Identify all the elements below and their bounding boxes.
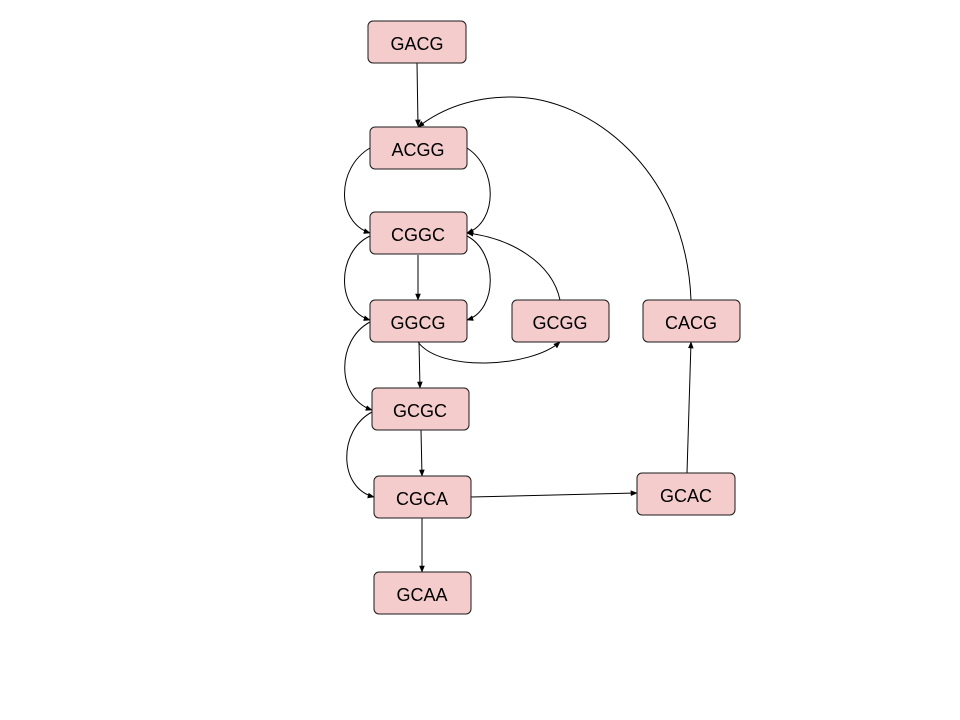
node-label: GCAA (396, 585, 447, 605)
edge-cgca-gcac (470, 490, 638, 498)
edge-acgg-cggc-left (344, 147, 371, 234)
node-label: CGCA (396, 489, 448, 509)
node-label: GACG (390, 34, 443, 54)
node-label: GCGG (532, 313, 587, 333)
node-gcgc[interactable]: GCGC (371, 387, 470, 431)
node-cggc[interactable]: CGGC (369, 211, 468, 255)
edge-gcgc-cgca-middle (419, 429, 425, 477)
edge-ggcg-gcgc-left (344, 321, 373, 411)
edge-ggcg-gcgc-middle (417, 341, 423, 389)
node-label: ACGG (391, 140, 444, 160)
node-cgca[interactable]: CGCA (373, 475, 472, 519)
node-gcgg[interactable]: GCGG (511, 299, 610, 343)
edge-cacg-acgg (417, 96, 692, 301)
node-gcaa[interactable]: GCAA (373, 571, 472, 615)
edge-gcac-cacg (686, 341, 694, 474)
node-gcac[interactable]: GCAC (636, 472, 736, 516)
edge-acgg-cggc-right (466, 147, 491, 234)
node-label: CGGC (391, 225, 445, 245)
edge-gcgc-cgca-left (346, 411, 375, 499)
edge-cggc-ggcg-right (466, 235, 491, 321)
node-gacg[interactable]: GACG (367, 20, 467, 64)
node-ggcg[interactable]: GGCG (369, 299, 468, 343)
edge-gcgg-cggc (466, 230, 561, 301)
node-label: GCAC (660, 486, 712, 506)
node-label: GGCG (390, 313, 445, 333)
node-label: CACG (665, 313, 717, 333)
edge-ggcg-gcgg (417, 341, 561, 364)
edge-gacg-acgg (415, 62, 421, 127)
node-acgg[interactable]: ACGG (369, 126, 468, 170)
node-cacg[interactable]: CACG (642, 299, 741, 343)
edge-cggc-ggcg-left (344, 235, 371, 321)
node-label: GCGC (393, 401, 447, 421)
edges (344, 62, 694, 573)
